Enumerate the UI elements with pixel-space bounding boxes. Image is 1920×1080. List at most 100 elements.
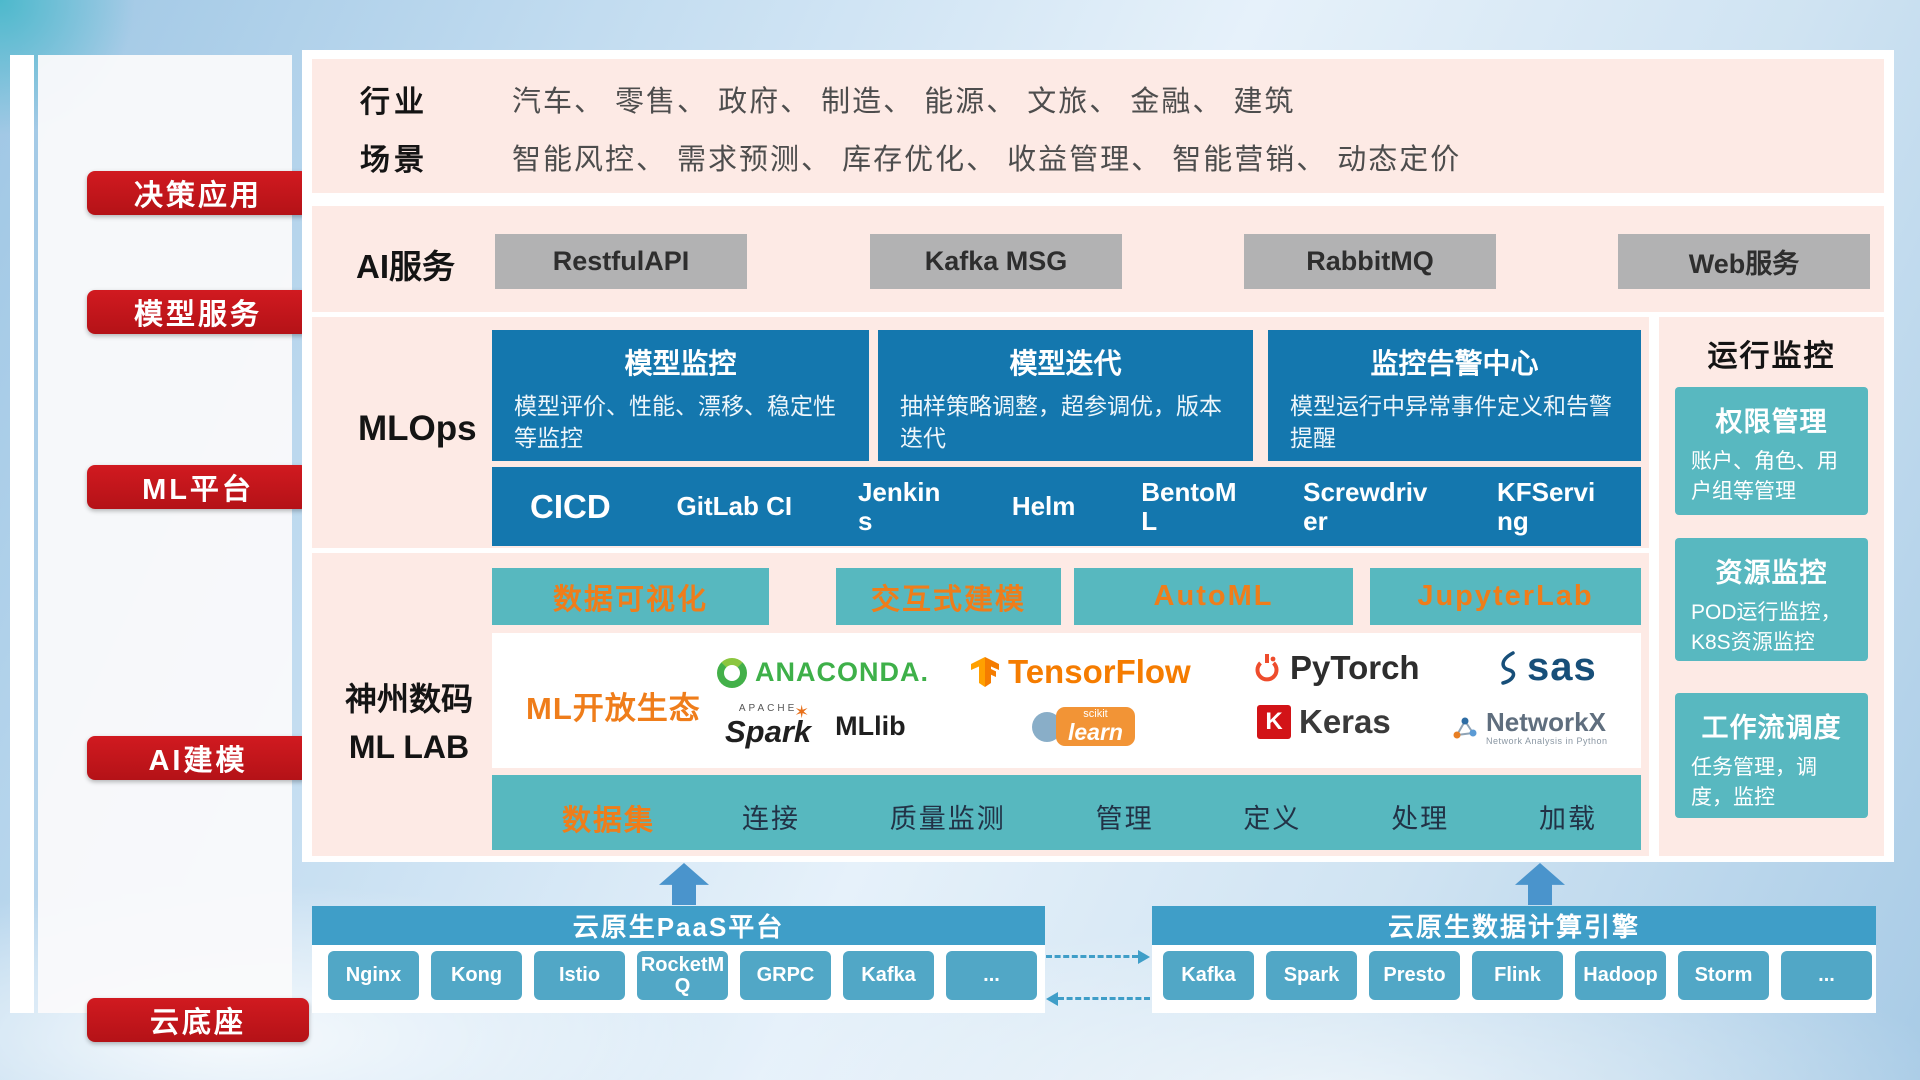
- mlops-section: MLOps 模型监控 模型评价、性能、漂移、稳定性等监控 模型迭代 抽样策略调整…: [312, 317, 1649, 548]
- card-desc: 模型运行中异常事件定义和告警提醒: [1290, 393, 1612, 452]
- card-title: 工作流调度: [1701, 713, 1842, 743]
- up-arrow-icon: [659, 863, 709, 905]
- card-desc: POD运行监控，K8S资源监控: [1691, 601, 1842, 655]
- data-engine-strip: Kafka Spark Presto Flink Hadoop Storm ..…: [1152, 945, 1876, 1013]
- hadoop-button[interactable]: Hadoop: [1575, 951, 1666, 1000]
- kafka-msg-button[interactable]: Kafka MSG: [870, 234, 1122, 289]
- anaconda-ring-icon: [717, 657, 747, 688]
- spark-text: Spark: [725, 714, 812, 749]
- dataset-items: 连接 质量监测 管理 定义 处理 加载: [742, 797, 1597, 836]
- networkx-wordmark: NetworkX: [1486, 707, 1606, 737]
- sas-logo: sas: [1497, 645, 1597, 690]
- dashed-arrow-right-icon: [1046, 950, 1150, 964]
- dataset-item-quality: 质量监测: [889, 804, 1006, 834]
- ml-lab-label-line2: ML LAB: [348, 729, 470, 765]
- card-desc: 账户、角色、用户组等管理: [1691, 450, 1838, 504]
- alert-center-card: 监控告警中心 模型运行中异常事件定义和告警提醒: [1268, 330, 1641, 461]
- dataset-item-define: 定义: [1243, 804, 1302, 834]
- data-visualization-button[interactable]: 数据可视化: [492, 568, 769, 625]
- automl-button[interactable]: AutoML: [1074, 568, 1353, 625]
- web-service-button[interactable]: Web服务: [1618, 234, 1870, 289]
- more-button[interactable]: ...: [1781, 951, 1872, 1000]
- keras-logo: K Keras: [1257, 703, 1391, 741]
- run-monitoring-title: 运行监控: [1707, 340, 1836, 373]
- ml-lab-label-line1: 神州数码: [344, 681, 473, 717]
- dashed-arrow-left-icon: [1046, 992, 1150, 1006]
- card-desc: 任务管理，调度，监控: [1691, 756, 1817, 810]
- paas-platform-bar: 云原生PaaS平台: [312, 906, 1045, 945]
- cicd-item-bentoml: BentoML: [1141, 476, 1237, 536]
- storm-button[interactable]: Storm: [1678, 951, 1769, 1000]
- istio-button[interactable]: Istio: [534, 951, 625, 1000]
- cicd-item-kfserving: KFServing: [1496, 476, 1596, 536]
- cicd-bar: CICD GitLab CI Jenkins Helm BentoML Scre…: [492, 467, 1641, 546]
- decision-section: 行业 汽车、 零售、 政府、 制造、 能源、 文旅、 金融、 建筑 场景 智能风…: [312, 59, 1884, 193]
- anaconda-wordmark: ANACONDA.: [755, 657, 929, 687]
- mllib-wordmark: MLlib: [835, 711, 906, 741]
- ai-service-label: AI服务: [356, 248, 455, 285]
- dataset-item-manage: 管理: [1095, 804, 1154, 834]
- presto-button[interactable]: Presto: [1369, 951, 1460, 1000]
- cicd-item-gitlab-ci: GitLab CI: [676, 491, 793, 522]
- model-monitoring-card: 模型监控 模型评价、性能、漂移、稳定性等监控: [492, 330, 869, 461]
- scikit-badge: scikit learn: [1056, 707, 1135, 747]
- run-monitoring-panel: 运行监控 权限管理 账户、角色、用户组等管理 资源监控 POD运行监控，K8S资…: [1659, 317, 1884, 856]
- ml-ecosystem-label: ML开放生态: [526, 691, 701, 726]
- data-engine-bar: 云原生数据计算引擎: [1152, 906, 1876, 945]
- cicd-item-jenkins: Jenkins: [857, 476, 941, 536]
- flink-button[interactable]: Flink: [1472, 951, 1563, 1000]
- restfulapi-button[interactable]: RestfulAPI: [495, 234, 747, 289]
- rocketmq-button[interactable]: RocketMQ: [637, 951, 728, 1000]
- ml-ecosystem-band: ML开放生态 ANACONDA. TensorFlow PyTorch: [492, 633, 1641, 768]
- scikit-learn-text: learn: [1068, 719, 1123, 745]
- tensorflow-logo: TensorFlow: [970, 653, 1191, 691]
- rabbitmq-button[interactable]: RabbitMQ: [1244, 234, 1496, 289]
- kong-button[interactable]: Kong: [431, 951, 522, 1000]
- sidebar-item-cloud-base[interactable]: 云底座: [87, 998, 309, 1042]
- pytorch-wordmark: PyTorch: [1290, 649, 1420, 686]
- sidebar-item-model-service[interactable]: 模型服务: [87, 290, 309, 334]
- dataset-item-load: 加载: [1538, 804, 1597, 834]
- grpc-button[interactable]: GRPC: [740, 951, 831, 1000]
- keras-wordmark: Keras: [1299, 703, 1391, 740]
- tensorflow-wordmark: TensorFlow: [1008, 653, 1191, 690]
- paas-platform-strip: Nginx Kong Istio RocketMQ GRPC Kafka ...: [312, 945, 1045, 1013]
- ai-service-section: AI服务 RestfulAPI Kafka MSG RabbitMQ Web服务: [312, 206, 1884, 312]
- jupyterlab-button[interactable]: JupyterLab: [1370, 568, 1641, 625]
- up-arrow-icon: [1515, 863, 1565, 905]
- card-desc: 模型评价、性能、漂移、稳定性等监控: [514, 393, 836, 452]
- more-button[interactable]: ...: [946, 951, 1037, 1000]
- card-title: 权限管理: [1715, 407, 1828, 437]
- industry-label: 行业: [360, 86, 428, 119]
- card-title: 监控告警中心: [1370, 348, 1539, 379]
- mlops-label: MLOps: [358, 409, 477, 448]
- sidebar-item-ml-platform[interactable]: ML平台: [87, 465, 309, 509]
- networkx-subtitle: Network Analysis in Python: [1486, 736, 1608, 747]
- spark-button[interactable]: Spark: [1266, 951, 1357, 1000]
- sas-wordmark: sas: [1527, 645, 1597, 689]
- scenario-list: 智能风控、 需求预测、 库存优化、 收益管理、 智能营销、 动态定价: [512, 144, 1462, 176]
- pytorch-icon: [1255, 654, 1279, 682]
- workflow-scheduling-card: 工作流调度 任务管理，调度，监控: [1675, 693, 1868, 818]
- spark-star-icon: ✶: [794, 702, 810, 722]
- nginx-button[interactable]: Nginx: [328, 951, 419, 1000]
- kafka-button[interactable]: Kafka: [843, 951, 934, 1000]
- dataset-label: 数据集: [562, 805, 656, 837]
- anaconda-logo: ANACONDA.: [717, 657, 929, 688]
- interactive-modeling-button[interactable]: 交互式建模: [836, 568, 1061, 625]
- tensorflow-icon: [971, 657, 999, 687]
- cicd-label: CICD: [530, 487, 611, 525]
- cicd-item-helm: Helm: [1011, 491, 1076, 522]
- networkx-logo: NetworkX Network Analysis in Python: [1452, 707, 1608, 747]
- dataset-item-process: 处理: [1391, 804, 1450, 834]
- card-title: 模型迭代: [1009, 348, 1122, 379]
- sidebar-item-decision-app[interactable]: 决策应用: [87, 171, 309, 215]
- networkx-graph-icon: [1453, 717, 1477, 739]
- sidebar-item-ai-modeling[interactable]: AI建模: [87, 736, 309, 780]
- resource-monitoring-card: 资源监控 POD运行监控，K8S资源监控: [1675, 538, 1868, 661]
- scikit-learn-logo: scikit learn: [1032, 707, 1135, 747]
- model-iteration-card: 模型迭代 抽样策略调整，超参调优，版本迭代: [878, 330, 1253, 461]
- spark-mllib-logo: APACHE Spark✶ MLlib: [725, 702, 906, 750]
- kafka-button[interactable]: Kafka: [1163, 951, 1254, 1000]
